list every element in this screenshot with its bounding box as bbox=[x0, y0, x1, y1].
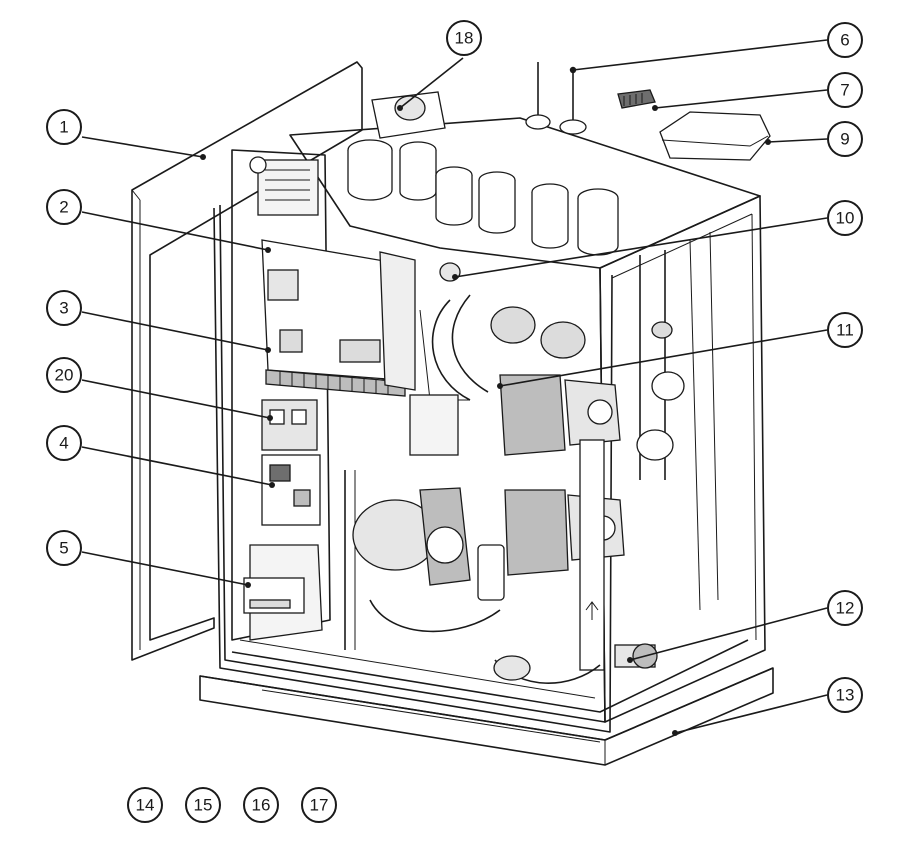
callout-9: 9 bbox=[827, 121, 863, 157]
callout-17: 17 bbox=[301, 787, 337, 823]
svg-text:1: 1 bbox=[59, 118, 68, 137]
cabinet-frame bbox=[213, 117, 766, 733]
callout-3: 3 bbox=[46, 290, 82, 326]
svg-text:3: 3 bbox=[59, 299, 68, 318]
svg-text:10: 10 bbox=[836, 209, 855, 228]
svg-text:12: 12 bbox=[836, 599, 855, 618]
side-panel bbox=[131, 61, 363, 661]
callout-16: 16 bbox=[243, 787, 279, 823]
leader-lines bbox=[81, 39, 828, 736]
callout-15: 15 bbox=[185, 787, 221, 823]
callout-5: 5 bbox=[46, 530, 82, 566]
top-fittings bbox=[347, 91, 619, 256]
callout-2: 2 bbox=[46, 189, 82, 225]
svg-text:11: 11 bbox=[836, 321, 854, 340]
svg-text:6: 6 bbox=[840, 31, 849, 50]
svg-text:9: 9 bbox=[840, 130, 849, 149]
callout-6: 6 bbox=[827, 22, 863, 58]
svg-text:17: 17 bbox=[310, 796, 329, 815]
accessories bbox=[525, 62, 771, 161]
svg-text:18: 18 bbox=[455, 29, 474, 48]
callout-14: 14 bbox=[127, 787, 163, 823]
svg-text:7: 7 bbox=[840, 81, 849, 100]
base-tray bbox=[199, 667, 774, 766]
electrical-panel bbox=[231, 149, 416, 641]
svg-text:16: 16 bbox=[252, 796, 271, 815]
callout-7: 7 bbox=[827, 72, 863, 108]
callout-18: 18 bbox=[446, 20, 482, 56]
svg-text:4: 4 bbox=[59, 434, 68, 453]
callout-11: 11 bbox=[827, 312, 863, 348]
svg-text:15: 15 bbox=[194, 796, 213, 815]
hydraulic-group bbox=[352, 250, 685, 684]
callout-1: 1 bbox=[46, 109, 82, 145]
svg-text:20: 20 bbox=[55, 366, 74, 385]
svg-text:5: 5 bbox=[59, 539, 68, 558]
svg-text:13: 13 bbox=[836, 686, 855, 705]
callout-10: 10 bbox=[827, 200, 863, 236]
svg-text:2: 2 bbox=[59, 198, 68, 217]
callout-20: 20 bbox=[46, 357, 82, 393]
callout-13: 13 bbox=[827, 677, 863, 713]
callout-12: 12 bbox=[827, 590, 863, 626]
svg-text:14: 14 bbox=[136, 796, 155, 815]
callout-4: 4 bbox=[46, 425, 82, 461]
